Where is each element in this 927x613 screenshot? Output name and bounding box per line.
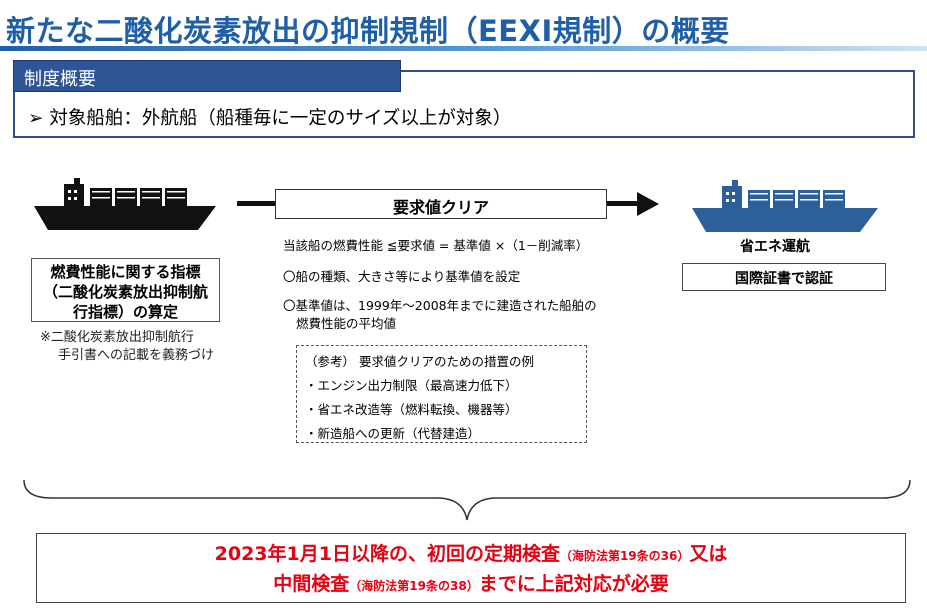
measures-examples-box: （参考） 要求値クリアのための措置の例 ・エンジン出力制限（最高速力低下） ・省… xyxy=(296,345,587,443)
calc-line: 行指標）の算定 xyxy=(72,303,178,321)
efficiency-index-box: 燃費性能に関する指標 （二酸化炭素放出抑制航 行指標）の算定 xyxy=(31,258,220,322)
point-line: 〇基準値は、1999年～2008年までに建造された船舶の xyxy=(283,298,597,313)
arrow-shaft-right xyxy=(607,201,637,206)
certificate-box: 国際証書で認証 xyxy=(682,263,886,291)
deadline-box: 2023年1月1日以降の、初回の定期検査（海防法第19条の36）又は 中間検査（… xyxy=(36,533,906,603)
deadline-line-2: 中間検査（海防法第19条の38）までに上記対応が必要 xyxy=(37,570,905,600)
calc-note: ※二酸化炭素放出抑制航行 手引書への記載を義務づけ xyxy=(40,329,214,365)
law-reference: （海防法第19条の38） xyxy=(349,579,479,593)
example-item: ・新造船への更新（代替建造） xyxy=(305,426,481,441)
curly-brace xyxy=(23,479,911,521)
overview-item: ➢ 対象船舶：外航船（船種毎に一定のサイズ以上が対象） xyxy=(28,108,512,129)
note-line: ※二酸化炭素放出抑制航行 xyxy=(40,330,194,345)
baseline-point-1: 〇船の種類、大きさ等により基準値を設定 xyxy=(283,269,521,284)
requirement-box: 要求値クリア xyxy=(275,189,607,219)
example-item: ・エンジン出力制限（最高速力低下） xyxy=(305,378,518,393)
arrow-right-icon xyxy=(637,192,659,216)
eco-operation-label: 省エネ運航 xyxy=(740,239,810,255)
examples-heading: （参考） 要求値クリアのための措置の例 xyxy=(305,354,534,369)
baseline-point-2: 〇基準値は、1999年～2008年までに建造された船舶の 燃費性能の平均値 xyxy=(283,297,597,333)
arrow-shaft-left xyxy=(237,201,275,206)
point-line: 燃費性能の平均値 xyxy=(296,316,397,331)
calc-line: （二酸化炭素放出抑制航 xyxy=(42,283,208,301)
page-title: 新たな二酸化炭素放出の抑制規制（EEXI規制）の概要 xyxy=(6,14,730,48)
law-reference: （海防法第19条の36） xyxy=(559,549,690,563)
title-underline xyxy=(0,46,927,51)
cargo-ship-icon xyxy=(34,178,216,230)
deadline-text: 2023年1月1日以降の、初回の定期検査 xyxy=(214,543,560,565)
deadline-line-1: 2023年1月1日以降の、初回の定期検査（海防法第19条の36）又は xyxy=(37,540,905,570)
overview-tab: 制度概要 xyxy=(13,60,401,92)
deadline-text: までに上記対応が必要 xyxy=(478,573,669,595)
note-line: 手引書への記載を義務づけ xyxy=(58,348,215,363)
deadline-text: 又は xyxy=(689,543,728,565)
formula-text: 当該船の燃費性能 ≦要求値 = 基準値 ×（1－削減率） xyxy=(283,238,589,253)
deadline-text: 中間検査 xyxy=(273,573,350,595)
eco-cargo-ship-icon xyxy=(692,180,878,232)
calc-line: 燃費性能に関する指標 xyxy=(50,263,201,281)
example-item: ・省エネ改造等（燃料転換、機器等） xyxy=(305,402,518,417)
